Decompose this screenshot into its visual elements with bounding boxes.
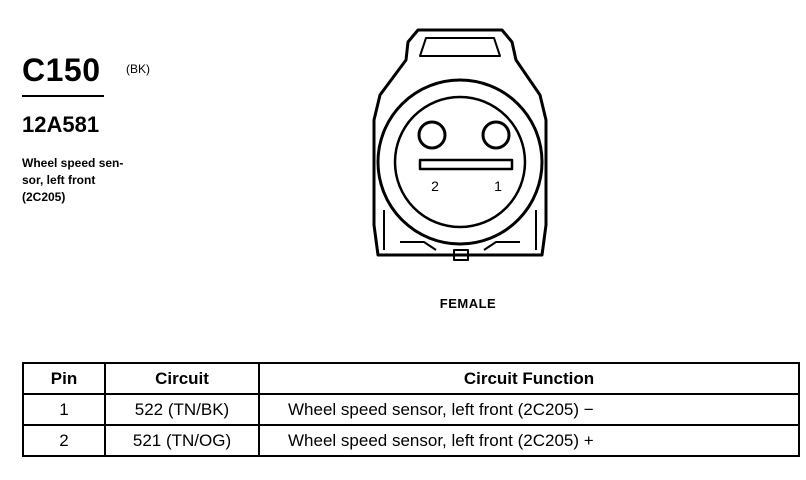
latch-bar	[418, 158, 514, 171]
table-row: 1 522 (TN/BK) Wheel speed sensor, left f…	[22, 393, 800, 426]
cell-circuit: 522 (TN/BK)	[104, 393, 260, 426]
terminal-cavity-2	[417, 120, 447, 150]
connector-id: C150	[22, 52, 101, 88]
cell-circuit: 521 (TN/OG)	[104, 424, 260, 457]
key-tab	[453, 249, 469, 261]
connector-outer-ring	[376, 78, 544, 246]
connector-id-underline	[22, 95, 104, 97]
header-pin: Pin	[22, 362, 106, 395]
connector-color: (BK)	[126, 62, 150, 76]
pin-table: Pin Circuit Circuit Function 1 522 (TN/B…	[22, 362, 800, 457]
housing-outline	[372, 28, 548, 257]
table-row: 2 521 (TN/OG) Wheel speed sensor, left f…	[22, 424, 800, 457]
connector-gender-label: FEMALE	[439, 296, 497, 311]
housing-bottom-inner	[400, 241, 437, 251]
pin-label-1: 1	[494, 178, 502, 194]
cell-pin: 2	[22, 424, 106, 457]
connector-description: Wheel speed sen- sor, left front (2C205)	[22, 156, 124, 204]
cell-function: Wheel speed sensor, left front (2C205) −	[258, 393, 800, 426]
cell-pin: 1	[22, 393, 106, 426]
cell-function: Wheel speed sensor, left front (2C205) +	[258, 424, 800, 457]
terminal-cavity-1	[481, 120, 511, 150]
housing-inner-notch	[419, 37, 501, 57]
header-circuit-function: Circuit Function	[258, 362, 800, 395]
header-circuit: Circuit	[104, 362, 260, 395]
table-header-row: Pin Circuit Circuit Function	[22, 362, 800, 395]
pin-label-2: 2	[431, 178, 439, 194]
part-number: 12A581	[22, 112, 100, 137]
housing-bottom-inner-right	[483, 241, 520, 251]
connector-face-drawing: 2 1	[372, 28, 548, 261]
connector-inner-ring	[393, 95, 527, 229]
